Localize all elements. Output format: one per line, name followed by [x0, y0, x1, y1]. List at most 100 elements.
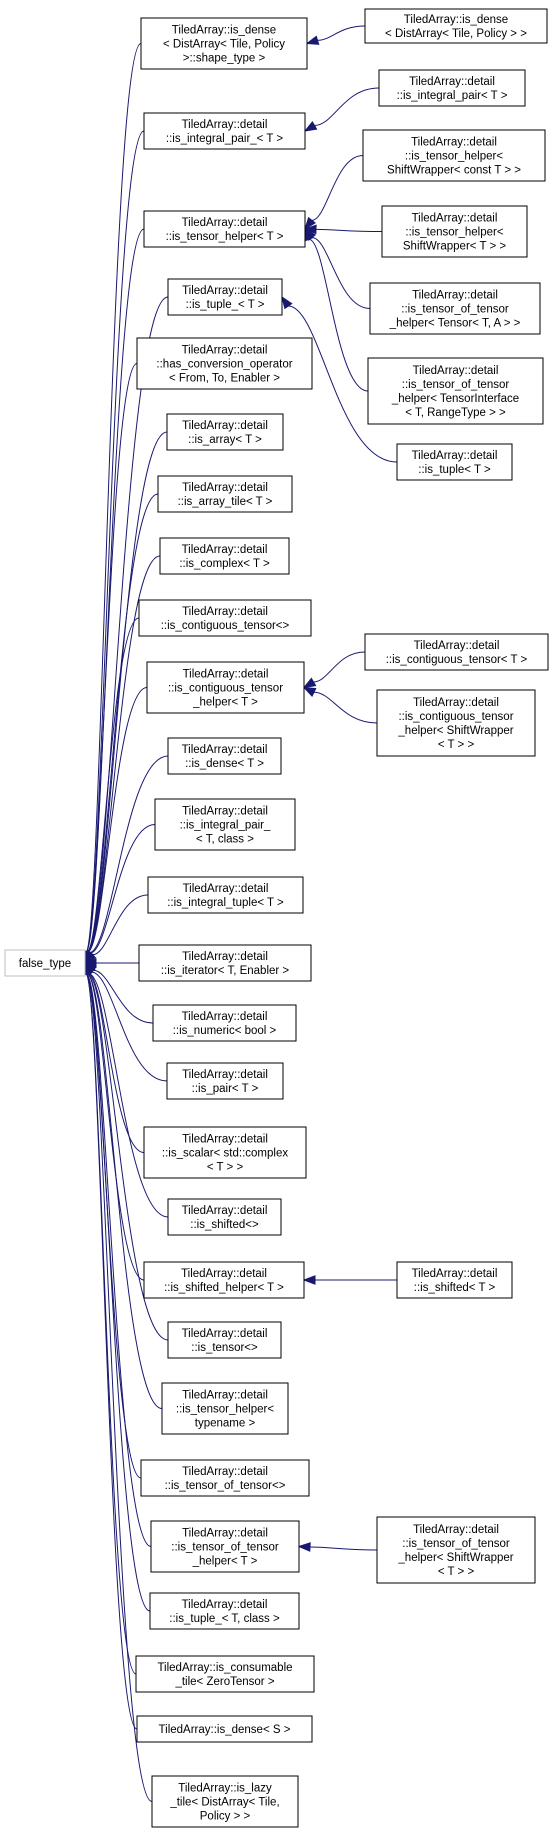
edge-line [85, 973, 153, 1802]
node-label-line: TiledArray::detail [182, 482, 268, 494]
class-node-n19[interactable]: TiledArray::detail::is_shifted_helper< T… [143, 1261, 305, 1299]
node-label-line: ::is_tensor<> [191, 1342, 258, 1354]
node-label-line: ::is_iterator< T, Enabler > [161, 965, 290, 977]
node-box [151, 1775, 299, 1828]
class-node-n18[interactable]: TiledArray::detail::is_shifted<> [167, 1198, 282, 1236]
class-node-n3a[interactable]: TiledArray::detail::is_tensor_helper<Shi… [362, 129, 546, 182]
edge-line [85, 43, 142, 953]
class-node-n16[interactable]: TiledArray::detail::is_pair< T > [166, 1062, 284, 1100]
class-node-n4[interactable]: TiledArray::detail::is_tuple_< T > [167, 278, 283, 316]
class-node-n3d[interactable]: TiledArray::detail::is_tensor_of_tensor_… [367, 357, 544, 425]
class-node-n13[interactable]: TiledArray::detail::is_integral_tuple< T… [147, 876, 304, 914]
node-label-line: TiledArray::detail [182, 119, 268, 131]
root-node-false-type[interactable]: false_type [4, 949, 86, 977]
node-label-line: < T, RangeType > > [405, 407, 506, 419]
edge-line [92, 894, 149, 956]
edge-line [309, 1546, 378, 1551]
class-node-n17[interactable]: TiledArray::detail::is_scalar< std::comp… [143, 1126, 307, 1179]
node-box [364, 8, 548, 44]
node-label-line: false_type [19, 958, 71, 970]
edge-n3d-to-n3 [304, 227, 369, 392]
class-node-n15[interactable]: TiledArray::detail::is_numeric< bool > [152, 1004, 297, 1042]
class-node-n11[interactable]: TiledArray::detail::is_dense< T > [167, 737, 282, 775]
class-node-n12[interactable]: TiledArray::detail::is_integral_pair_< T… [154, 798, 296, 851]
node-label-line: TiledArray::detail [411, 137, 497, 149]
node-box [166, 413, 284, 451]
class-node-n27[interactable]: TiledArray::is_lazy_tile< DistArray< Til… [151, 1775, 299, 1828]
class-node-n10[interactable]: TiledArray::detail::is_contiguous_tensor… [146, 661, 305, 714]
class-node-n19a[interactable]: TiledArray::detail::is_shifted< T > [396, 1261, 513, 1299]
node-label-line: ::is_contiguous_tensor<> [161, 620, 290, 632]
node-label-line: TiledArray::detail [182, 544, 268, 556]
class-node-n6[interactable]: TiledArray::detail::is_array< T > [166, 413, 284, 451]
node-label-line: ::is_scalar< std::complex [162, 1148, 288, 1160]
edge-line [85, 973, 138, 1730]
class-node-n26[interactable]: TiledArray::is_dense< S > [136, 1715, 313, 1743]
node-label-line: TiledArray::detail [182, 951, 268, 963]
node-label-line: < DistArray< Tile, Policy [163, 39, 285, 51]
edge-n10a-to-n10 [302, 651, 366, 689]
class-node-n24[interactable]: TiledArray::detail::is_tuple_< T, class … [149, 1592, 300, 1630]
class-node-n8[interactable]: TiledArray::detail::is_complex< T > [159, 537, 290, 575]
class-node-n5[interactable]: TiledArray::detail::has_conversion_opera… [136, 337, 313, 390]
class-node-n10b[interactable]: TiledArray::detail::is_contiguous_tensor… [376, 689, 536, 757]
node-label-line: TiledArray::detail [182, 744, 268, 756]
class-node-n3b[interactable]: TiledArray::detail::is_tensor_helper<Shi… [381, 205, 528, 258]
class-node-n9[interactable]: TiledArray::detail::is_contiguous_tensor… [138, 599, 312, 637]
class-node-n22[interactable]: TiledArray::detail::is_tensor_of_tensor<… [140, 1459, 310, 1497]
node-label-line: ::is_tensor_of_tensor [401, 304, 509, 316]
arrowhead [302, 677, 317, 689]
node-box [147, 876, 304, 914]
node-label-line: < DistArray< Tile, Policy > > [385, 28, 527, 40]
class-node-n2a[interactable]: TiledArray::detail::is_integral_pair< T … [378, 69, 526, 107]
edge-line [87, 973, 169, 1341]
edge-line [288, 305, 398, 463]
class-node-n20[interactable]: TiledArray::detail::is_tensor<> [167, 1321, 282, 1359]
node-label-line: TiledArray::detail [181, 1268, 267, 1280]
edge-line [85, 296, 169, 953]
node-label-line: ::is_tuple_< T, class > [169, 1613, 280, 1625]
edge-line [311, 155, 364, 221]
node-label-line: ::is_integral_tuple< T > [167, 897, 284, 909]
nodes-layer: false_type TiledArray::is_dense< DistArra… [4, 8, 549, 1828]
node-label-line: _helper< ShiftWrapper [397, 725, 513, 737]
edge-n24-to-root [81, 961, 151, 1612]
edge-n10b-to-n10 [302, 686, 378, 724]
node-box [138, 944, 312, 982]
edge-n23a-to-n23 [297, 1542, 378, 1552]
edge-line [311, 237, 371, 309]
class-node-n3c[interactable]: TiledArray::detail::is_tensor_of_tensor_… [369, 282, 541, 335]
class-node-n23[interactable]: TiledArray::detail::is_tensor_of_tensor_… [150, 1520, 300, 1573]
edge-line [86, 617, 140, 953]
class-node-n25[interactable]: TiledArray::is_consumable_tile< ZeroTens… [135, 1655, 315, 1693]
class-node-n3[interactable]: TiledArray::detail::is_tensor_helper< T … [143, 210, 306, 248]
class-node-n4a[interactable]: TiledArray::detail::is_tuple< T > [396, 443, 513, 481]
node-label-line: TiledArray::detail [182, 420, 268, 432]
node-label-line: TiledArray::detail [182, 1134, 268, 1146]
class-node-n1a[interactable]: TiledArray::is_dense< DistArray< Tile, P… [364, 8, 548, 44]
node-box [136, 337, 313, 390]
edge-line [85, 363, 138, 953]
class-node-n14[interactable]: TiledArray::detail::is_iterator< T, Enab… [138, 944, 312, 982]
node-box [138, 599, 312, 637]
class-node-n1[interactable]: TiledArray::is_dense< DistArray< Tile, P… [140, 17, 308, 70]
edge-line [317, 25, 366, 41]
node-label-line: ShiftWrapper< const T > > [387, 165, 521, 177]
class-node-n7[interactable]: TiledArray::detail::is_array_tile< T > [157, 475, 293, 513]
node-label-line: Policy > > [200, 1811, 251, 1823]
node-label-line: TiledArray::detail [414, 640, 500, 652]
node-label-line: TiledArray::detail [182, 1069, 268, 1081]
node-box [143, 210, 306, 248]
node-box [152, 1004, 297, 1042]
class-node-n2[interactable]: TiledArray::detail::is_integral_pair_< T… [143, 112, 306, 150]
node-label-line: TiledArray::detail [182, 806, 268, 818]
node-box [161, 1382, 289, 1435]
arrowhead [302, 1275, 316, 1285]
edge-n13-to-root [84, 894, 149, 965]
class-node-n23a[interactable]: TiledArray::detail::is_tensor_of_tensor_… [376, 1516, 536, 1584]
edge-n19a-to-n19 [302, 1275, 398, 1285]
class-node-n10a[interactable]: TiledArray::detail::is_contiguous_tensor… [364, 633, 549, 671]
node-label-line: ::has_conversion_operator [156, 359, 292, 371]
node-label-line: typename > [195, 1418, 256, 1430]
class-node-n21[interactable]: TiledArray::detail::is_tensor_helper<typ… [161, 1382, 289, 1435]
